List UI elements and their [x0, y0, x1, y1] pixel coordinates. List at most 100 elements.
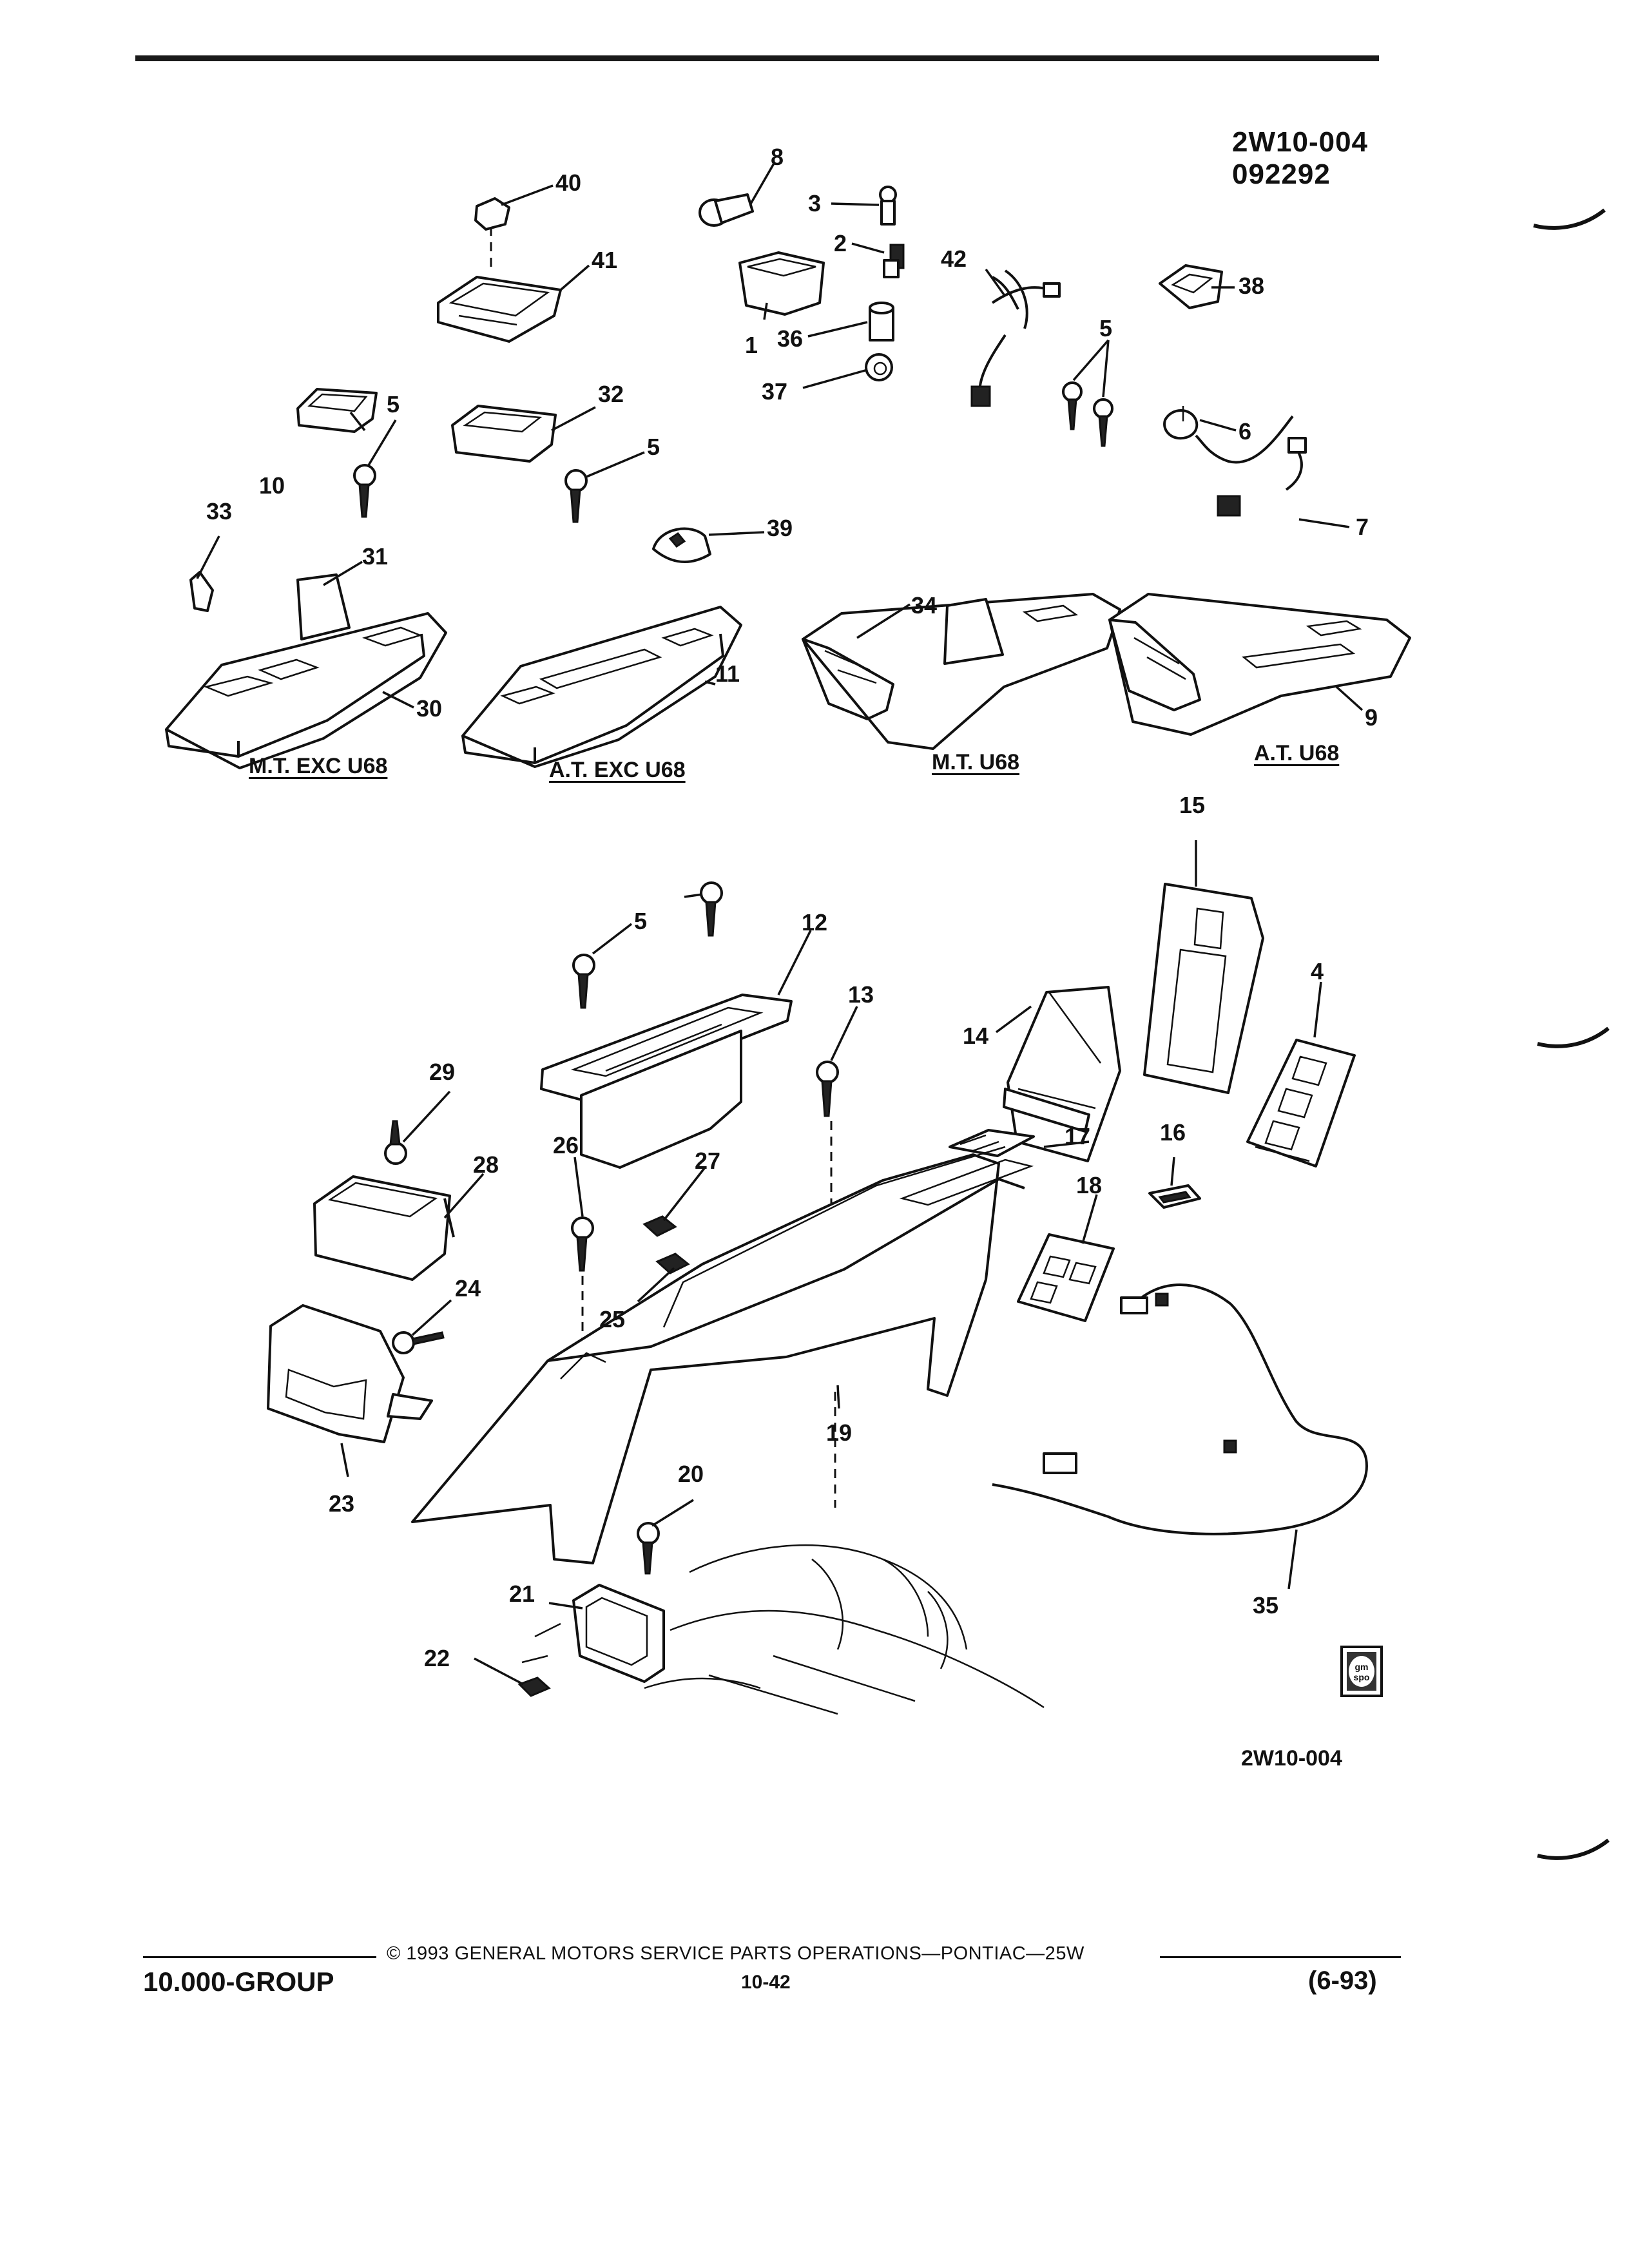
footer-date: (6-93): [1308, 1966, 1377, 1995]
part-42-harness: [970, 269, 1061, 407]
figure-code: 2W10-004: [1241, 1746, 1342, 1771]
part-14-armrest-lid: [1003, 986, 1121, 1162]
part-17-hinge: [949, 1129, 1035, 1157]
part-1-cup-holder: [738, 251, 825, 316]
callout-27: 27: [695, 1148, 720, 1174]
part-24-screw: [392, 1331, 445, 1354]
binding-marks: [1533, 208, 1610, 1860]
part-32-bezel: [451, 405, 557, 463]
callout-4: 4: [1311, 958, 1324, 985]
callout-33: 33: [206, 498, 232, 524]
part-28-ash-tray: [313, 1175, 455, 1281]
part-3-bolt: [879, 186, 897, 226]
part-18-switch: [1017, 1233, 1115, 1322]
part-39-plug: [652, 527, 711, 563]
part-20-screw: [637, 1522, 660, 1575]
part-5-screw-a: [1062, 381, 1083, 430]
callout-3: 3: [808, 190, 821, 216]
part-13-screw: [816, 1061, 839, 1244]
callout-28: 28: [473, 1151, 499, 1178]
part-19-main-console: [411, 1146, 1034, 1564]
date-code: 092292: [1232, 159, 1331, 190]
footer-group: 10.000-GROUP: [143, 1966, 334, 1997]
callout-13: 13: [848, 981, 874, 1008]
part-15-lid-panel: [1143, 883, 1264, 1094]
callout-34: 34: [911, 592, 937, 619]
part-5-screw-c: [353, 464, 376, 518]
callout-18: 18: [1076, 1172, 1102, 1198]
diagram-code: 2W10-004: [1232, 126, 1369, 158]
part-40-clip: [474, 197, 510, 271]
callout-10: 10: [259, 472, 285, 499]
part-37-knob: [865, 353, 893, 381]
part-10-bezel: [296, 388, 378, 433]
footer-copyright: © 1993 GENERAL MOTORS SERVICE PARTS OPER…: [387, 1943, 1084, 1964]
callout-38: 38: [1239, 273, 1264, 299]
callout-11: 11: [715, 660, 740, 687]
footer-rule-right: [1160, 1956, 1401, 1958]
callout-41: 41: [592, 247, 617, 273]
callout-7: 7: [1356, 514, 1369, 540]
part-35-harness: [992, 1283, 1368, 1535]
callout-29: 29: [429, 1059, 455, 1085]
part-34-console-mt-u68: [802, 593, 1121, 750]
part-25-clip: [655, 1253, 690, 1274]
footer-page-number: 10-42: [741, 1972, 791, 1993]
callout-2: 2: [834, 230, 847, 256]
callout-12: 12: [802, 909, 827, 936]
callout-36: 36: [777, 325, 803, 352]
part-29-screw: [384, 1120, 407, 1165]
callout-5-middle: 5: [647, 434, 660, 460]
part-16-clip: [1148, 1184, 1201, 1209]
callout-30: 30: [416, 695, 442, 722]
leader-lines: [196, 162, 1364, 1686]
caption-at-u68: A.T. U68: [1254, 741, 1340, 765]
callout-6: 6: [1239, 418, 1251, 445]
callout-40: 40: [555, 169, 581, 196]
part-4-switch-panel: [1246, 1039, 1356, 1168]
callout-19: 19: [826, 1419, 852, 1446]
callout-20: 20: [678, 1461, 704, 1487]
part-9-console-at-u68: [1108, 593, 1411, 736]
callout-37: 37: [762, 378, 787, 405]
callout-42: 42: [941, 245, 967, 272]
callout-32: 32: [598, 381, 624, 407]
callout-25: 25: [599, 1306, 625, 1332]
part-30-console-mt-exc-u68: [165, 573, 447, 769]
callout-21: 21: [509, 1581, 535, 1607]
part-22-clip: [517, 1677, 551, 1697]
part-6-clip: [1163, 406, 1199, 440]
part-5-screw-f: [700, 881, 723, 937]
footer-rule-left: [143, 1956, 376, 1958]
part-5-screw-e: [572, 954, 595, 1009]
part-26-screw: [571, 1216, 594, 1366]
part-11-console-at-exc-u68: [461, 606, 742, 768]
caption-at-exc-u68: A.T. EXC U68: [549, 758, 686, 782]
callout-5-lower: 5: [634, 908, 647, 934]
callout-17: 17: [1065, 1123, 1090, 1149]
callout-8: 8: [771, 144, 784, 170]
part-36-sleeve: [869, 302, 894, 341]
callout-26: 26: [553, 1132, 579, 1158]
callout-31: 31: [362, 543, 388, 570]
callout-39: 39: [767, 515, 793, 541]
part-27-clip: [642, 1215, 677, 1237]
callout-5-upper-right: 5: [1099, 315, 1112, 341]
part-5-screw-b: [1093, 398, 1113, 447]
part-21-bezel: [521, 1584, 665, 1683]
callout-16: 16: [1160, 1119, 1186, 1146]
logo-text-spo: spo: [1354, 1672, 1370, 1682]
part-33-clip: [189, 571, 214, 612]
logo-text-gm: gm: [1355, 1662, 1369, 1672]
callout-9: 9: [1365, 704, 1378, 731]
callout-35: 35: [1253, 1592, 1278, 1619]
callout-22: 22: [424, 1645, 450, 1671]
callout-23: 23: [329, 1490, 354, 1517]
part-8-bulb: [699, 193, 754, 227]
callout-numbers: 40 41 8 3 2 1 36 37 42 38 5 6 7 5 10 32 …: [206, 144, 1378, 1671]
caption-mt-exc-u68: M.T. EXC U68: [249, 754, 388, 778]
part-41-tray: [437, 276, 562, 343]
gm-spo-logo: gm spo: [1340, 1646, 1383, 1697]
callout-1: 1: [745, 332, 758, 358]
